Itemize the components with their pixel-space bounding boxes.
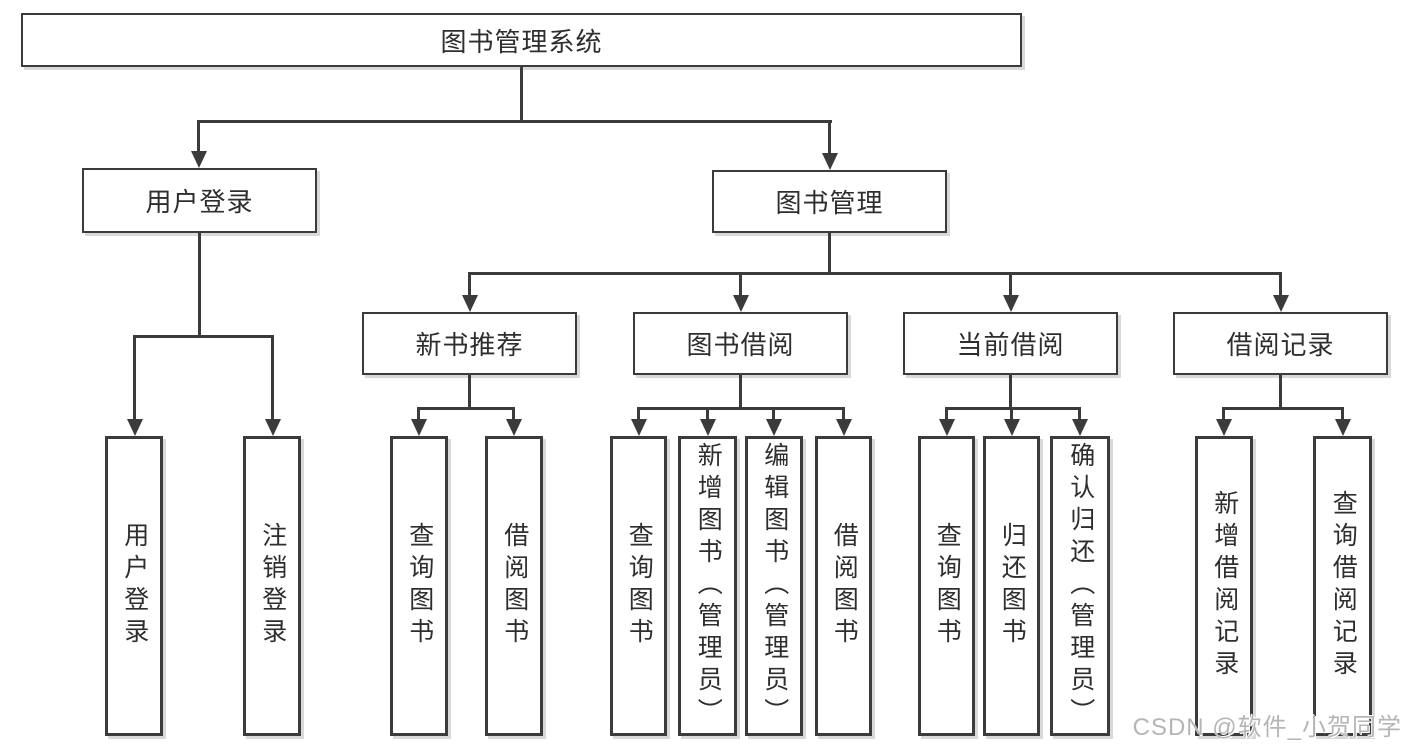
connector-arrow-down	[512, 407, 515, 419]
leaf-label: 用户登录	[120, 522, 149, 650]
connector-hline	[1222, 407, 1343, 410]
leaf-label: 编辑图书（管理员）	[760, 442, 789, 730]
node-current-borrowing: 当前借阅	[903, 312, 1118, 375]
connector-hline	[469, 272, 1282, 275]
node-library-management-system: 图书管理系统	[21, 13, 1022, 67]
connector-vline	[468, 375, 471, 407]
leaf-bb-edit-books-admin: 编辑图书（管理员）	[745, 436, 803, 736]
leaf-label: 查询图书	[933, 522, 962, 650]
node-borrowing-records: 借阅记录	[1173, 312, 1388, 375]
leaf-cb-confirm-return-admin: 确认归还（管理员）	[1050, 436, 1110, 736]
connector-hline	[637, 407, 843, 410]
connector-arrow-down	[945, 407, 948, 419]
node-label: 当前借阅	[956, 330, 1065, 360]
connector-vline	[198, 233, 201, 335]
node-label: 图书借阅	[686, 330, 795, 360]
connector-arrow-down	[417, 407, 420, 419]
leaf-cb-query-books: 查询图书	[918, 436, 975, 736]
leaf-logout: 注销登录	[243, 436, 301, 736]
connector-arrow-down	[739, 272, 742, 295]
connector-arrow-down	[1009, 272, 1012, 295]
node-book-management: 图书管理	[712, 170, 947, 233]
leaf-nb-query-books: 查询图书	[390, 436, 448, 736]
leaf-br-add-record: 新增借阅记录	[1195, 436, 1253, 736]
node-label: 图书管理系统	[440, 26, 603, 57]
leaf-bb-borrow-books: 借阅图书	[815, 436, 872, 736]
node-label: 用户登录	[145, 187, 254, 217]
leaf-label: 查询图书	[625, 522, 654, 650]
connector-arrow-down	[1010, 407, 1013, 419]
connector-arrow-down	[842, 407, 845, 419]
leaf-bb-query-books: 查询图书	[610, 436, 667, 736]
connector-vline	[828, 233, 831, 272]
connector-arrow-down	[828, 120, 831, 153]
connector-arrow-down	[468, 272, 471, 295]
node-user-login: 用户登录	[82, 168, 317, 233]
node-label: 图书管理	[775, 188, 884, 218]
leaf-br-query-record: 查询借阅记录	[1313, 436, 1372, 736]
leaf-user-login: 用户登录	[105, 436, 163, 736]
connector-vline	[739, 375, 742, 407]
leaf-label: 查询借阅记录	[1329, 490, 1358, 682]
connector-arrow-down	[1279, 272, 1282, 295]
leaf-label: 借阅图书	[830, 522, 859, 650]
node-book-borrowing: 图书借阅	[633, 312, 848, 375]
connector-arrow-down	[637, 407, 640, 419]
connector-vline	[1279, 375, 1282, 407]
leaf-label: 注销登录	[258, 522, 287, 650]
connector-arrow-down	[1341, 407, 1344, 419]
connector-arrow-down	[1078, 407, 1081, 419]
node-label: 借阅记录	[1226, 330, 1335, 360]
node-new-book-recommendation: 新书推荐	[362, 312, 577, 375]
leaf-label: 新增借阅记录	[1210, 490, 1239, 682]
connector-arrow-down	[133, 335, 136, 419]
leaf-label: 借阅图书	[500, 522, 529, 650]
connector-arrow-down	[772, 407, 775, 419]
leaf-label: 新增图书（管理员）	[694, 442, 723, 730]
connector-arrow-down	[197, 120, 200, 151]
connector-hline	[418, 407, 514, 410]
connector-hline	[133, 335, 274, 338]
connector-arrow-down	[1222, 407, 1225, 419]
leaf-label: 归还图书	[998, 522, 1027, 650]
connector-arrow-down	[271, 335, 274, 419]
leaf-label: 查询图书	[405, 522, 434, 650]
connector-vline	[520, 67, 523, 120]
leaf-nb-borrow-books: 借阅图书	[485, 436, 543, 736]
node-label: 新书推荐	[415, 330, 524, 360]
leaf-label: 确认归还（管理员）	[1066, 442, 1095, 730]
connector-hline	[197, 120, 832, 123]
connector-vline	[1009, 375, 1012, 407]
leaf-bb-add-books-admin: 新增图书（管理员）	[678, 436, 737, 736]
leaf-cb-return-books: 归还图书	[983, 436, 1040, 736]
connector-arrow-down	[706, 407, 709, 419]
